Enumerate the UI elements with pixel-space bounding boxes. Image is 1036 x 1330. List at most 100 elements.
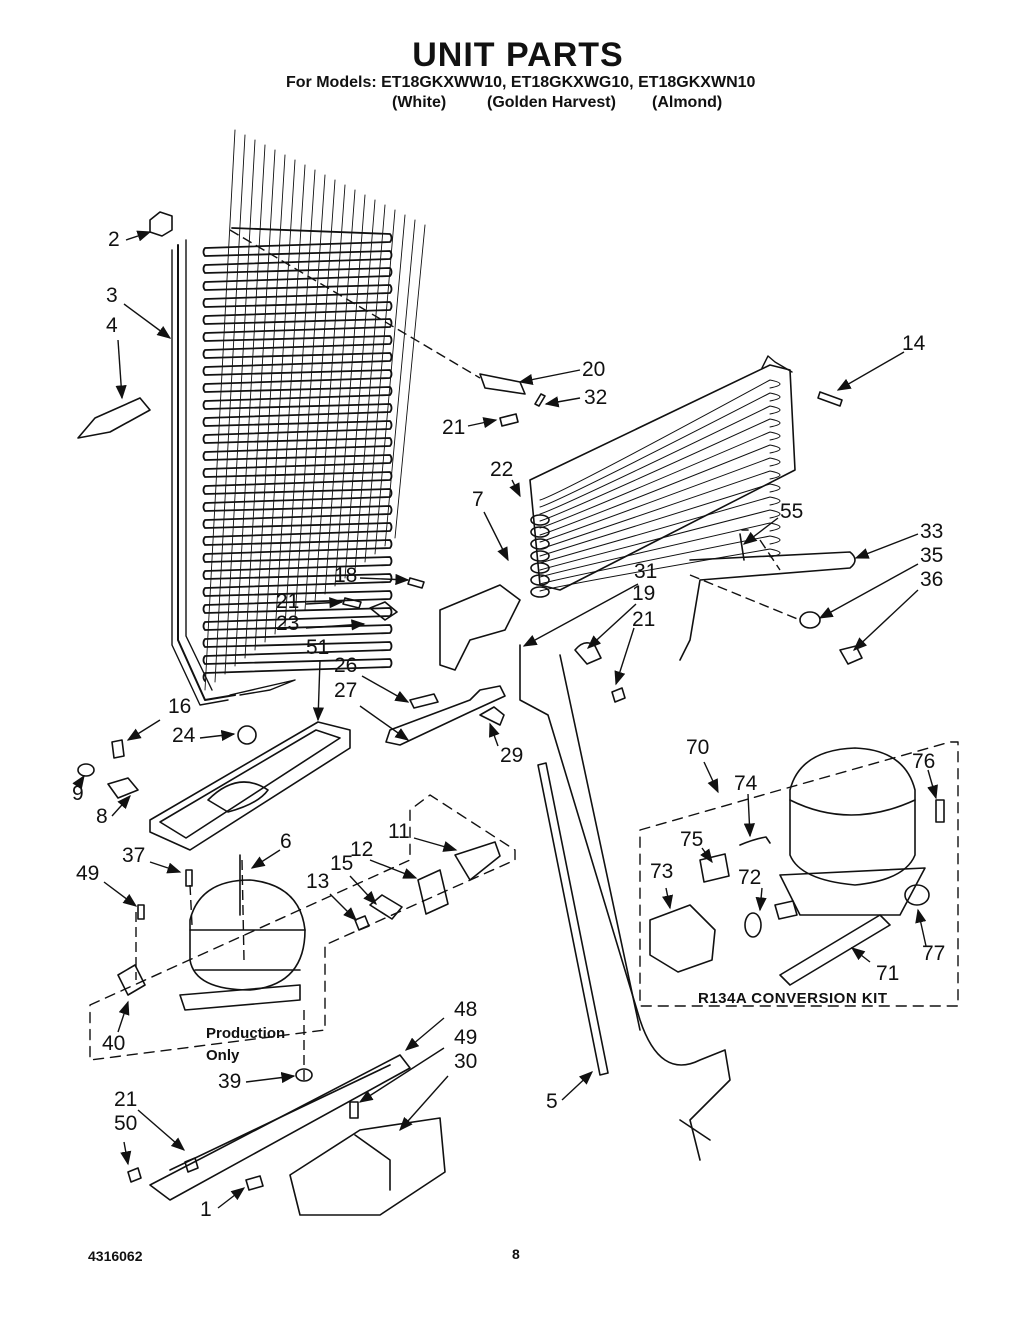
models-line: For Models: ET18GKXWW10, ET18GKXWG10, ET… bbox=[286, 74, 756, 91]
capillary-33 bbox=[679, 551, 856, 661]
callout-arrow bbox=[755, 887, 767, 912]
callout-arrow bbox=[404, 1017, 445, 1051]
callout-label: 21 bbox=[276, 590, 299, 613]
callout-label: 6 bbox=[280, 830, 292, 853]
evaporator-fin bbox=[539, 470, 781, 550]
relay-12 bbox=[417, 869, 449, 915]
condenser-wire bbox=[344, 199, 376, 579]
grommet-35 bbox=[799, 611, 821, 629]
callout-label: 33 bbox=[920, 520, 943, 543]
callout-label: 70 bbox=[686, 736, 709, 759]
callout-arrow bbox=[137, 1109, 186, 1151]
overload-15 bbox=[369, 894, 403, 920]
callout-arrow bbox=[305, 619, 366, 631]
clip-part-2 bbox=[149, 211, 173, 237]
callout-arrow bbox=[359, 705, 410, 741]
condenser-wire bbox=[304, 179, 336, 611]
callout-label: 27 bbox=[334, 679, 357, 702]
callout-label: 74 bbox=[734, 772, 758, 795]
phantom-line bbox=[759, 539, 781, 571]
condenser-wire bbox=[244, 149, 276, 659]
callout-arrow bbox=[854, 533, 919, 559]
screw-50 bbox=[127, 1167, 142, 1183]
evaporator-fin bbox=[539, 483, 781, 557]
drain-pan-inner bbox=[159, 729, 341, 839]
condenser-wire bbox=[264, 159, 296, 643]
screw-37 bbox=[185, 869, 193, 887]
nut-24 bbox=[237, 725, 257, 745]
callout-arrow bbox=[349, 875, 377, 906]
drier-part-26 bbox=[409, 693, 439, 709]
clip-29 bbox=[479, 706, 505, 726]
phantom-line bbox=[189, 884, 193, 926]
condenser-rail-outer bbox=[171, 249, 229, 706]
callout-arrow bbox=[103, 881, 138, 907]
page-number: 8 bbox=[512, 1246, 520, 1262]
callout-arrow bbox=[915, 908, 927, 947]
callout-label: 73 bbox=[650, 860, 673, 883]
evaporator-return-bend bbox=[530, 550, 550, 562]
kit-part-72 bbox=[744, 912, 762, 938]
rail-48 bbox=[149, 1054, 411, 1201]
callout-arrow bbox=[123, 303, 172, 339]
callout-label: 32 bbox=[584, 386, 607, 409]
production-note-line2: Only bbox=[206, 1047, 240, 1064]
screw-18 bbox=[407, 577, 425, 589]
condenser-rail-left-inner bbox=[185, 239, 213, 691]
callout-arrow bbox=[483, 511, 509, 562]
callout-arrow bbox=[742, 517, 779, 545]
kit-drier-71 bbox=[779, 914, 891, 986]
callout-arrow bbox=[614, 627, 635, 686]
evaporator-fin bbox=[539, 535, 781, 585]
evaporator-fin bbox=[539, 457, 781, 543]
callout-label: 49 bbox=[454, 1026, 477, 1049]
callout-label: 2 bbox=[108, 228, 120, 251]
callout-arrow bbox=[245, 1072, 296, 1084]
drain-pan-baffle bbox=[207, 781, 269, 813]
evaporator-fin bbox=[539, 405, 781, 515]
screw-49 bbox=[137, 904, 145, 920]
evaporator-fin bbox=[539, 522, 781, 578]
screw-21d bbox=[184, 1157, 199, 1173]
tube-end bbox=[679, 1119, 711, 1141]
callout-label: 29 bbox=[500, 744, 523, 767]
callout-label: 19 bbox=[632, 582, 655, 605]
variant-almond: (Almond) bbox=[652, 94, 723, 111]
condenser-wire bbox=[204, 129, 236, 691]
callout-label: 51 bbox=[306, 636, 329, 659]
callout-label: 26 bbox=[334, 654, 357, 677]
callout-arrow bbox=[115, 339, 127, 400]
base-plate-30 bbox=[289, 1117, 446, 1216]
callout-arrow bbox=[250, 849, 281, 869]
callout-label: 21 bbox=[442, 416, 465, 439]
callout-label: 4 bbox=[106, 314, 118, 337]
callout-label: 39 bbox=[218, 1070, 241, 1093]
rail-edge bbox=[169, 1064, 391, 1171]
callout-arrow bbox=[662, 887, 674, 910]
callout-label: 31 bbox=[634, 560, 657, 583]
bracket-11 bbox=[454, 841, 501, 881]
part-32 bbox=[534, 393, 546, 407]
callout-arrow bbox=[509, 479, 521, 498]
callout-label: 24 bbox=[172, 724, 196, 747]
condenser-rail-left bbox=[177, 244, 236, 701]
phantom-line bbox=[241, 859, 245, 961]
screw-1 bbox=[245, 1175, 264, 1191]
callout-arrow bbox=[305, 597, 344, 609]
clip-part-4 bbox=[77, 397, 151, 439]
callout-label: 77 bbox=[922, 942, 945, 965]
phantom-line bbox=[689, 574, 801, 621]
kit-part-75 bbox=[699, 853, 730, 883]
evaporator-return-bend bbox=[530, 514, 550, 526]
drain-pan-51 bbox=[149, 721, 351, 851]
callout-arrow bbox=[125, 230, 152, 242]
callout-arrow bbox=[836, 351, 905, 391]
callout-label: 49 bbox=[76, 862, 99, 885]
condenser-wire bbox=[324, 189, 356, 595]
callout-arrow bbox=[818, 563, 919, 619]
evaporator-fin bbox=[539, 496, 781, 564]
condenser-wire bbox=[274, 164, 306, 635]
tube-line bbox=[559, 654, 641, 1031]
